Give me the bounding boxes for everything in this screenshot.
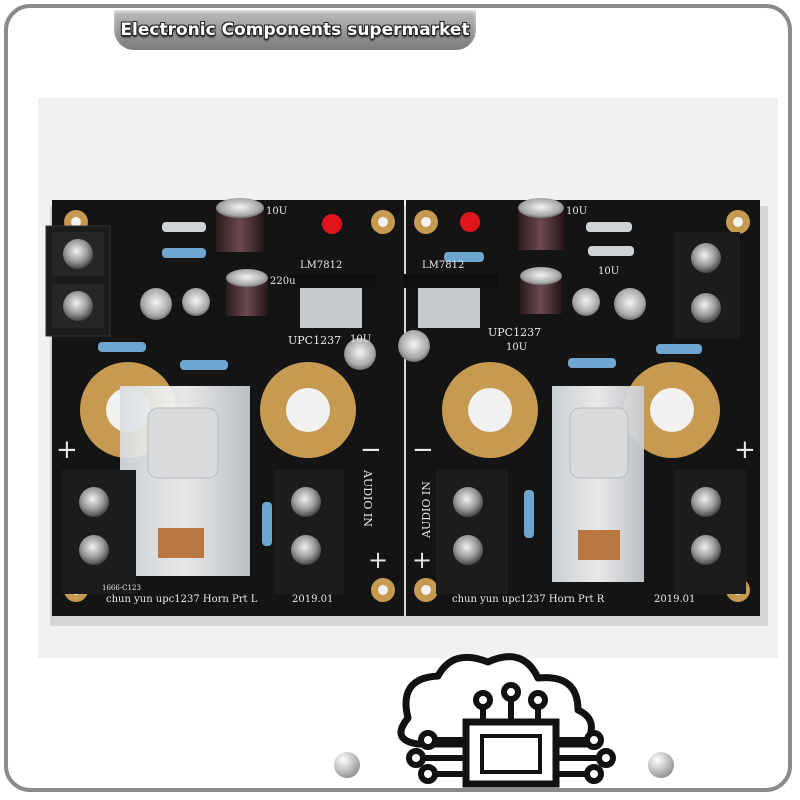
right-date: 2019.01 <box>654 594 695 605</box>
decor-sphere-left <box>334 752 360 778</box>
right-regulator-label: LM7812 <box>422 260 464 271</box>
right-part-label: UPC1237 <box>488 326 541 339</box>
left-small-code: 1666-C123 <box>102 584 141 592</box>
store-title: Electronic Components supermarket <box>120 20 470 40</box>
left-cap-label-2: 10U <box>350 334 371 345</box>
left-caption: chun yun upc1237 Horn Prt L <box>106 594 258 605</box>
left-plus-top: + <box>56 435 78 465</box>
right-minus: − <box>412 435 434 465</box>
left-cap-label: 220u <box>270 276 296 287</box>
left-date: 2019.01 <box>292 594 333 605</box>
right-caption: chun yun upc1237 Horn Prt R <box>452 594 605 605</box>
pcb-right: UPC1237 LM7812 10U 10U 10U chun yun upc1… <box>398 198 760 616</box>
left-input-label: AUDIO IN <box>361 469 374 527</box>
left-cap-label-3: 10U <box>266 206 287 217</box>
image-frame: Electronic Components supermarket <box>4 4 792 792</box>
right-input-label: AUDIO IN <box>420 481 433 539</box>
right-plus-top: + <box>734 435 756 465</box>
right-cap-label: 10U <box>506 342 527 353</box>
pcb-illustration: UPC1237 LM7812 220u 10U 10U 1666-C123 ch… <box>45 198 768 626</box>
right-cap-label-2: 10U <box>598 266 619 277</box>
right-plus-bottom: + <box>412 546 432 574</box>
left-regulator-label: LM7812 <box>300 260 342 271</box>
cloud-chip-icon <box>338 648 658 788</box>
decor-sphere-right <box>648 752 674 778</box>
left-minus: − <box>360 435 382 465</box>
title-banner: Electronic Components supermarket <box>114 10 476 50</box>
left-plus-bottom: + <box>368 546 388 574</box>
right-cap-label-3: 10U <box>566 206 587 217</box>
pcb-left: UPC1237 LM7812 220u 10U 10U 1666-C123 ch… <box>45 198 404 616</box>
left-part-label: UPC1237 <box>288 334 341 347</box>
product-photo: UPC1237 LM7812 220u 10U 10U 1666-C123 ch… <box>38 98 778 658</box>
